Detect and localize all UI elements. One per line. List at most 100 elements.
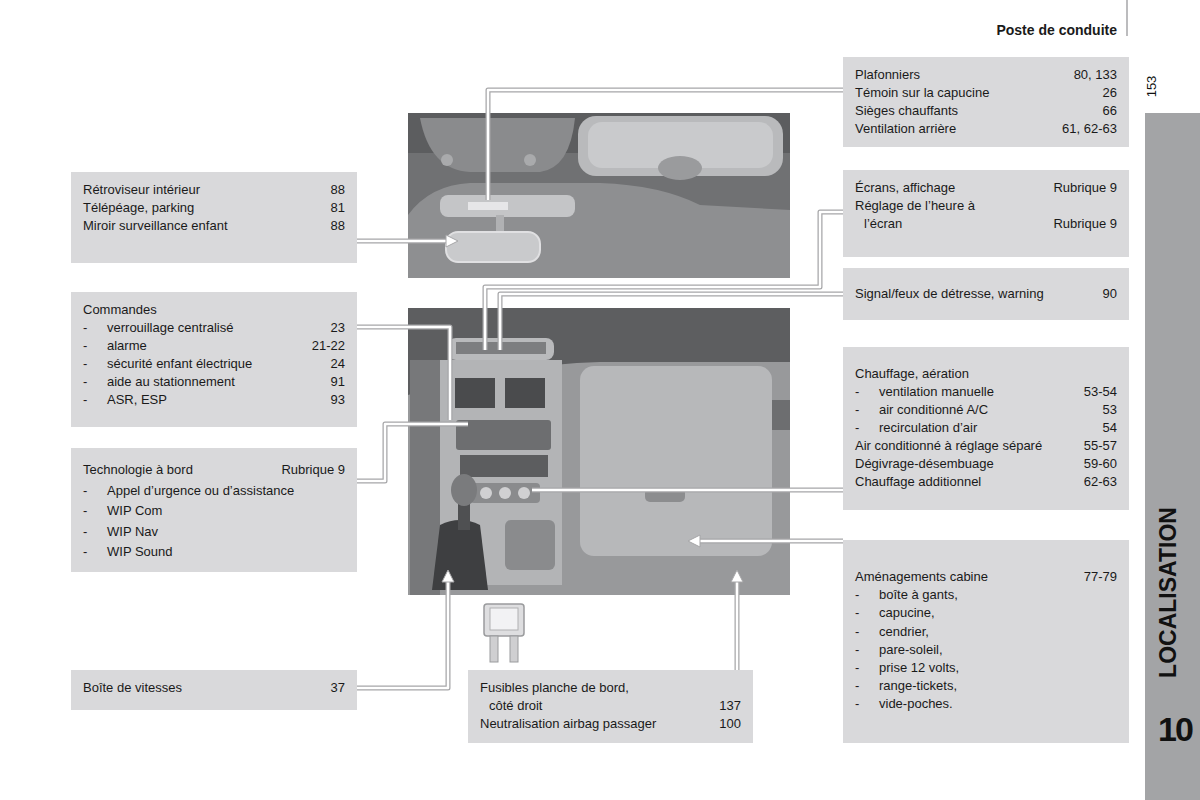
illustration-part: [532, 489, 843, 492]
entry-row: -vide-poches.: [855, 695, 1117, 713]
entry-row: -verrouillage centralisé23: [83, 319, 345, 337]
page-number: 66: [1095, 102, 1117, 120]
illustration-part: [1145, 113, 1200, 800]
entry-text: Neutralisation airbag passager: [480, 715, 656, 733]
entry-row: Aménagements cabine77-79: [855, 568, 1117, 586]
entry-text: Chauffage, aération: [855, 365, 969, 383]
entry-row: Fusibles planche de bord, côté droit137: [480, 679, 741, 715]
fuse-icon: [484, 604, 524, 662]
entry-text: pare-soleil,: [879, 641, 943, 659]
entry-text: capucine,: [879, 604, 935, 622]
illustration-part: [357, 424, 468, 481]
entry-row: Chauffage additionnel62-63: [855, 473, 1117, 491]
bullet-dash: -: [855, 383, 879, 401]
illustration-part: [485, 212, 843, 350]
page-number: 81: [323, 199, 345, 217]
page-number: 54: [1095, 419, 1117, 437]
ceiling-illustration: [408, 113, 790, 278]
entry-row: Technologie à bordRubrique 9: [83, 460, 345, 481]
page-number: 88: [323, 181, 345, 199]
callout-box: Écrans, affichageRubrique 9Réglage de l’…: [843, 170, 1129, 257]
illustration-part: [484, 604, 524, 636]
callout-box: Boîte de vitesses37: [71, 670, 357, 710]
entry-text: air conditionné A/C: [879, 401, 988, 419]
callout-box: Plafonniers80, 133Témoin sur la capucine…: [843, 57, 1129, 147]
illustration-part: [698, 540, 843, 543]
entry-text: Fusibles planche de bord, côté droit: [480, 679, 644, 715]
illustration-part: [736, 580, 739, 670]
entry-text: recirculation d’air: [879, 419, 977, 437]
page-number: 100: [711, 715, 741, 733]
callout-box: Aménagements cabine77-79-boîte à gants, -…: [843, 540, 1129, 743]
illustration-part: [410, 360, 440, 595]
entry-row: -WIP Nav: [83, 522, 345, 543]
entry-row: -sécurité enfant électrique24: [83, 355, 345, 373]
illustration-part: [532, 488, 843, 493]
illustration-part: [490, 636, 498, 662]
illustration-part: [698, 539, 843, 544]
entry-text: WIP Sound: [107, 542, 173, 563]
callout-box: Chauffage, aération-ventilation manuelle…: [843, 347, 1129, 510]
entry-text: Écrans, affichage: [855, 179, 955, 197]
illustration-part: [485, 212, 843, 350]
bullet-dash: -: [855, 623, 879, 641]
page-number: 24: [323, 355, 345, 373]
entry-row: -boîte à gants,: [855, 586, 1117, 604]
entry-row: Commandes: [83, 301, 345, 319]
page-number: 53-54: [1076, 383, 1117, 401]
illustration-part: [499, 487, 511, 499]
illustration-part: [524, 154, 536, 166]
illustration-part: [408, 308, 790, 595]
entry-row: -air conditionné A/C53: [855, 401, 1117, 419]
page-number: 90: [1095, 285, 1117, 303]
illustration-part: [432, 520, 488, 590]
illustration-part: [440, 195, 575, 217]
entry-row: Boîte de vitesses37: [83, 679, 345, 697]
entry-row: Chauffage, aération: [855, 365, 1117, 383]
entry-row: -recirculation d’air54: [855, 419, 1117, 437]
illustration-part: [442, 235, 743, 582]
entry-text: Boîte de vitesses: [83, 679, 182, 697]
illustration-part: [488, 90, 843, 200]
entry-row: Dégivrage-désembuage59-60: [855, 455, 1117, 473]
illustration-part: [1126, 0, 1128, 36]
section-name: LOCALISATION: [1156, 507, 1179, 678]
illustration-part: [460, 455, 548, 477]
entry-text: ventilation manuelle: [879, 383, 994, 401]
page-number: 80, 133: [1066, 66, 1117, 84]
entry-row: -aide au stationnement91: [83, 373, 345, 391]
illustration-part: [480, 487, 492, 499]
callout-box: Fusibles planche de bord, côté droit137N…: [468, 670, 753, 743]
illustration-part: [688, 535, 700, 547]
chapter-number: 10: [1158, 712, 1192, 746]
illustration-part: [456, 420, 551, 450]
illustration-part: [496, 215, 504, 233]
illustration-part: [357, 327, 450, 420]
entry-text: verrouillage centralisé: [107, 319, 233, 337]
page-number: 91: [323, 373, 345, 391]
page-number: 93: [323, 391, 345, 409]
entry-text: vide-poches.: [879, 695, 953, 713]
entry-text: Air conditionné à réglage séparé: [855, 437, 1042, 455]
illustration-part: [455, 378, 495, 408]
entry-text: Rétroviseur intérieur: [83, 181, 200, 199]
illustration-part: [408, 362, 790, 595]
entry-text: aide au stationnement: [107, 373, 235, 391]
illustration-part: [408, 183, 790, 278]
illustration-part: [357, 424, 468, 481]
entry-text: Dégivrage-désembuage: [855, 455, 994, 473]
illustration-part: [731, 570, 743, 582]
entry-text: Technologie à bord: [83, 460, 193, 481]
illustration-part: [420, 118, 575, 172]
entry-text: Miroir surveillance enfant: [83, 217, 228, 235]
illustration-part: [357, 580, 448, 688]
entry-row: -WIP Sound: [83, 542, 345, 563]
entry-row: -Appel d’urgence ou d’assistance: [83, 481, 345, 502]
entry-text: Réglage de l’heure à l’écran: [855, 197, 978, 233]
illustration-part: [470, 483, 540, 503]
illustration-part: [580, 366, 772, 556]
illustration-part: [357, 90, 843, 688]
illustration-part: [357, 580, 448, 688]
bullet-dash: -: [83, 481, 107, 502]
entry-row: Écrans, affichageRubrique 9: [855, 179, 1117, 197]
